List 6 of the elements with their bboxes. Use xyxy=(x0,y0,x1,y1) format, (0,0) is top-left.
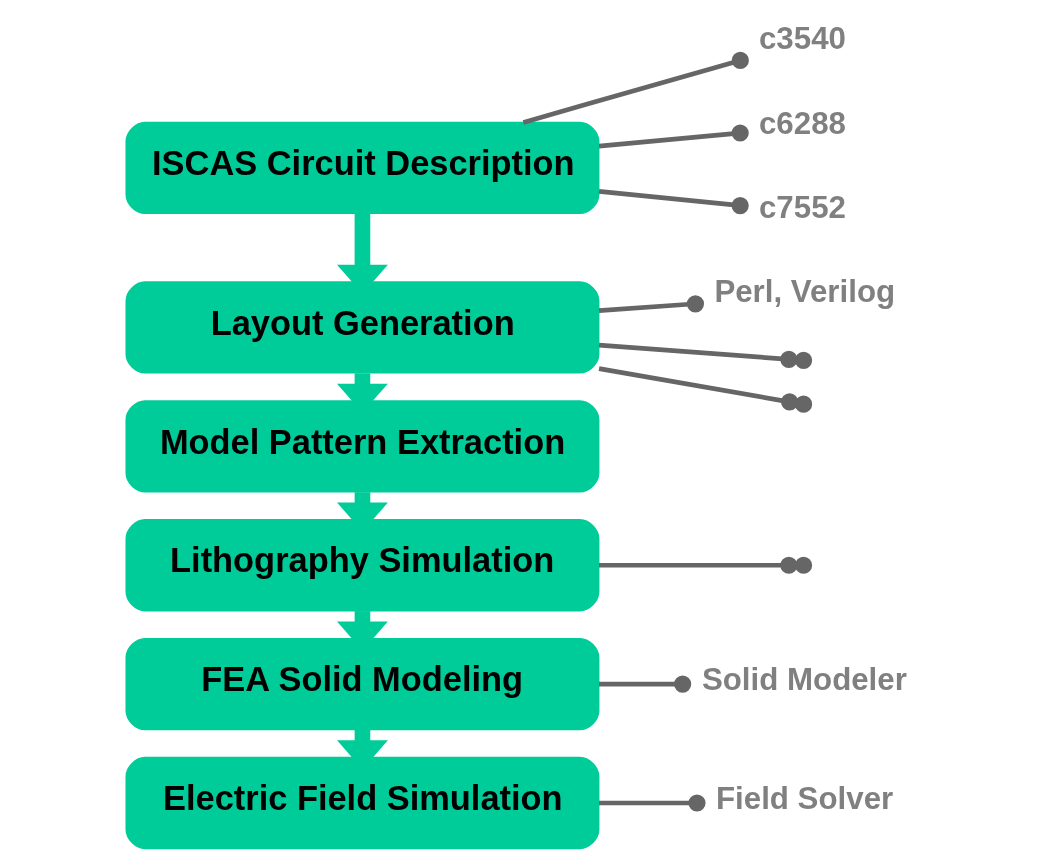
node-text: Solid Modeler xyxy=(701,662,907,698)
node-text: c6288 xyxy=(758,105,846,141)
node-text: c3540 xyxy=(758,21,846,57)
node-text: c7552 xyxy=(758,189,846,225)
node-text: Perl, Verilog xyxy=(713,274,895,310)
node-text: Field Solver xyxy=(715,781,893,817)
